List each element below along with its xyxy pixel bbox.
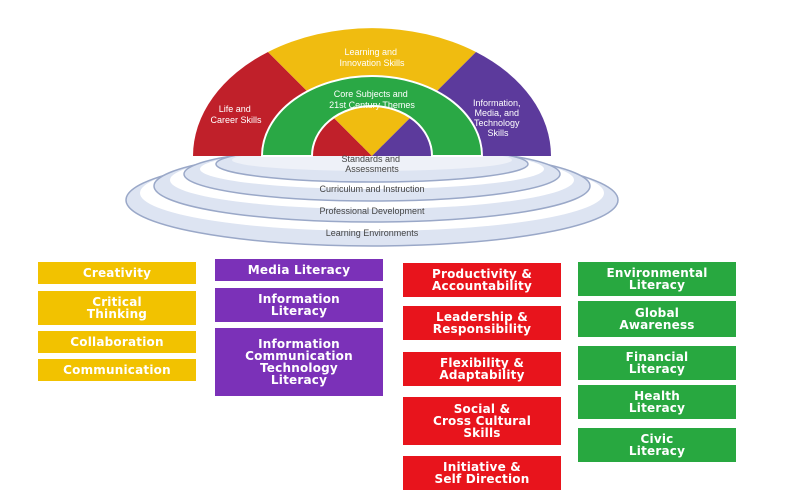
arch-information-media-technology-skills — [372, 52, 551, 156]
box-health-literacy: Health Literacy — [578, 385, 736, 419]
label-curriculum-instruction: Curriculum and Instruction — [319, 184, 424, 194]
arch-core-subjects — [260, 75, 484, 157]
box-communication: Communication — [38, 359, 196, 381]
box-environmental-literacy: Environmental Literacy — [578, 262, 736, 296]
label-learning-innovation-skills: Learning and Innovation Skills — [339, 47, 405, 68]
box-initiative-self-direction: Initiative & Self Direction — [403, 456, 561, 490]
framework-rainbow-diagram: Life and Career Skills Learning and Inno… — [125, 28, 619, 247]
box-critical-thinking: Critical Thinking — [38, 291, 196, 325]
label-core-subjects: Core Subjects and 21st Century Themes — [329, 89, 415, 110]
box-media-literacy: Media Literacy — [215, 259, 383, 281]
label-information-media-technology-skills: Information, Media, and Technology Skill… — [473, 98, 523, 138]
box-social-cross-cultural-skills: Social & Cross Cultural Skills — [403, 397, 561, 445]
box-civic-literacy: Civic Literacy — [578, 428, 736, 462]
box-collaboration: Collaboration — [38, 331, 196, 353]
arch-life-career-skills — [193, 52, 372, 156]
box-productivity-accountability: Productivity & Accountability — [403, 263, 561, 297]
box-global-awareness: Global Awareness — [578, 301, 736, 337]
label-standards-assessments: Standards and Assessments — [341, 154, 402, 174]
label-life-career-skills: Life and Career Skills — [210, 104, 262, 125]
box-flexibility-adaptability: Flexibility & Adaptability — [403, 352, 561, 386]
label-professional-development: Professional Development — [319, 206, 425, 216]
box-information-literacy: Information Literacy — [215, 288, 383, 322]
box-leadership-responsibility: Leadership & Responsibility — [403, 306, 561, 340]
box-creativity: Creativity — [38, 262, 196, 284]
box-financial-literacy: Financial Literacy — [578, 346, 736, 380]
box-ict-literacy: Information Communication Technology Lit… — [215, 328, 383, 396]
label-learning-environments: Learning Environments — [326, 228, 419, 238]
